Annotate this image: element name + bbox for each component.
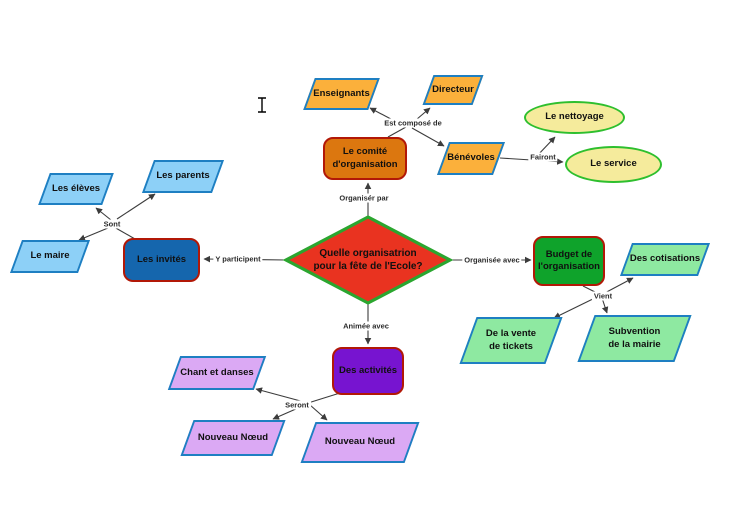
node-invites[interactable]: Les invités — [123, 238, 200, 282]
node-activites[interactable]: Des activités — [332, 347, 404, 395]
central-question-label: Quelle organisatrion pour la fête de l'E… — [313, 247, 423, 273]
eleves-label: Les élèves — [51, 182, 101, 194]
edge-label-y-participent[interactable]: Y participent — [213, 254, 263, 264]
budget-label: Budget de l'organisation — [538, 248, 600, 272]
invites-label: Les invités — [136, 253, 187, 265]
node-nouveau-noeud-2[interactable]: Nouveau Nœud — [300, 422, 420, 463]
vente-tickets-label: De la vente de tickets — [485, 328, 537, 352]
node-chant-danses[interactable]: Chant et danses — [168, 356, 266, 390]
node-subvention[interactable]: Subvention de la mairie — [577, 315, 692, 362]
node-enseignants[interactable]: Enseignants — [303, 78, 380, 110]
activites-label: Des activités — [338, 364, 398, 376]
text-cursor-icon — [258, 97, 266, 113]
node-eleves[interactable]: Les élèves — [38, 173, 114, 205]
cotisations-label: Des cotisations — [629, 253, 701, 265]
node-parents[interactable]: Les parents — [142, 160, 224, 193]
edge-label-seront[interactable]: Seront — [283, 400, 311, 410]
directeur-label: Directeur — [432, 83, 474, 95]
edge-label-organiser-par[interactable]: Organisér par — [337, 193, 391, 203]
edge-to-maire — [78, 227, 109, 241]
nouveau-noeud-2-label: Nouveau Nœud — [324, 436, 396, 448]
node-budget[interactable]: Budget de l'organisation — [533, 236, 605, 286]
edge-activites-junction — [307, 392, 341, 404]
edge-label-vient[interactable]: Vient — [591, 291, 615, 301]
edge-label-sont[interactable]: Sont — [101, 219, 123, 229]
node-directeur[interactable]: Directeur — [423, 75, 483, 105]
service-label: Le service — [590, 158, 637, 170]
edge-label-animee-avec[interactable]: Animée avec — [341, 321, 391, 331]
edge-to-noeud2 — [309, 404, 328, 421]
edge-to-eleves — [95, 207, 112, 221]
node-cotisations[interactable]: Des cotisations — [620, 243, 710, 276]
nettoyage-label: Le nettoyage — [545, 111, 604, 123]
chant-danses-label: Chant et danses — [180, 366, 254, 378]
node-comite[interactable]: Le comité d'organisation — [323, 137, 407, 180]
edge-invites-junction — [113, 226, 136, 240]
benevoles-label: Bénévoles — [447, 152, 495, 164]
enseignants-label: Enseignants — [313, 87, 370, 99]
comite-label: Le comité d'organisation — [332, 146, 398, 170]
node-maire[interactable]: Le maire — [10, 240, 90, 273]
node-service[interactable]: Le service — [565, 146, 662, 183]
maire-label: Le maire — [30, 250, 70, 262]
subvention-label: Subvention de la mairie — [608, 326, 661, 350]
edge-label-organisee-avec[interactable]: Organisée avec — [462, 255, 522, 265]
node-vente-tickets[interactable]: De la vente de tickets — [459, 317, 563, 364]
edge-label-est-compose-de[interactable]: Est composé de — [382, 118, 444, 128]
node-central-question[interactable] — [282, 215, 454, 305]
node-benevoles[interactable]: Bénévoles — [437, 142, 505, 175]
edge-to-parents — [116, 193, 156, 220]
parents-label: Les parents — [156, 170, 210, 182]
node-nettoyage[interactable]: Le nettoyage — [524, 101, 625, 134]
nouveau-noeud-1-label: Nouveau Nœud — [197, 431, 269, 443]
edge-label-fairont[interactable]: Fairont — [528, 152, 558, 162]
node-nouveau-noeud-1[interactable]: Nouveau Nœud — [180, 420, 286, 456]
edge-comite-junction — [387, 126, 407, 138]
